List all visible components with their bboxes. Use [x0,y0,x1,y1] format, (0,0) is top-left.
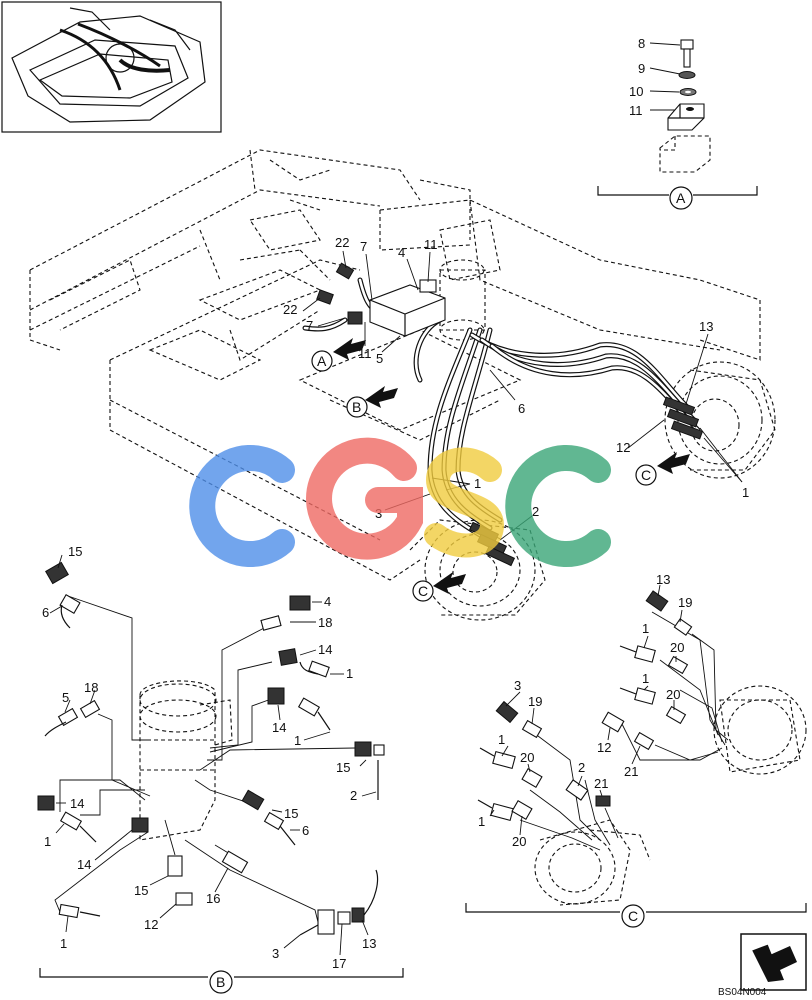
callout-b-17: 17 [332,956,346,971]
callout-b-1-bottom: 1 [60,936,67,951]
view-ref-c-right: C [641,467,651,483]
callout-b-14-left: 14 [70,796,84,811]
detail-b: 15 6 4 18 14 1 5 18 14 1 15 2 14 1 15 6 … [37,544,404,994]
callout-c-21-right: 21 [624,764,638,779]
callout-b-15-lower: 15 [284,806,298,821]
callout-2-main: 2 [532,504,539,519]
callout-c-1-a: 1 [642,621,649,636]
callout-c-20-d: 20 [512,834,526,849]
callout-c-2: 2 [578,760,585,775]
callout-7-top: 7 [360,239,367,254]
callout-c-19-left: 19 [528,694,542,709]
callout-c-3: 3 [514,678,521,693]
callout-b-13: 13 [362,936,376,951]
callout-b-16: 16 [206,891,220,906]
callout-c-20-b: 20 [666,687,680,702]
valve-block [347,279,446,337]
callout-c-12: 12 [597,740,611,755]
swivel-joint [439,259,486,341]
callout-11-left: 11 [358,346,372,361]
callout-4-main: 4 [398,245,405,260]
callout-8: 8 [638,36,645,51]
callout-11-top: 11 [424,237,438,252]
callout-c-13: 13 [656,572,670,587]
view-ref-a: A [317,353,327,369]
watermark-c-blue [189,445,295,567]
callout-6-main: 6 [518,401,525,416]
overview-thumbnail [1,1,222,133]
callout-b-14-low: 14 [77,857,91,872]
callout-b-2: 2 [350,788,357,803]
callout-c-20-c: 20 [520,750,534,765]
callout-13-main: 13 [699,319,713,334]
callout-b-1-mid: 1 [294,733,301,748]
callout-10: 10 [629,84,643,99]
watermark-g-red [306,437,423,560]
callout-7-left: 7 [306,318,313,333]
watermark-s-yellow [424,447,505,558]
detail-c: 13 19 1 20 1 20 12 21 3 19 1 2 20 21 1 2… [465,572,807,928]
callout-b-15-top: 15 [68,544,82,559]
watermark [189,437,611,567]
callout-b-14-top: 14 [318,642,332,657]
callout-b-5: 5 [62,690,69,705]
callout-3-main: 3 [375,506,382,521]
callout-b-14-mid: 14 [272,720,286,735]
callout-9: 9 [638,61,645,76]
callout-22-top: 22 [335,235,349,250]
callout-1-center: 1 [474,476,481,491]
section-label-b: B [216,974,225,990]
view-ref-c-lower: C [418,583,428,599]
orientation-symbol [740,933,807,991]
callout-b-4: 4 [324,594,331,609]
callout-b-6-top: 6 [42,605,49,620]
detail-a: 8 9 10 11 A [597,36,758,210]
callout-11: 11 [629,103,643,118]
section-label-a: A [676,190,686,206]
section-label-c: C [628,908,638,924]
callout-b-18-top: 18 [318,615,332,630]
callout-c-1-b: 1 [642,671,649,686]
callout-b-6-lower: 6 [302,823,309,838]
callout-1-right: 1 [742,485,749,500]
callout-b-18-left: 18 [84,680,98,695]
callout-5-main: 5 [376,351,383,366]
view-ref-b: B [352,399,361,415]
callout-b-12: 12 [144,917,158,932]
callout-c-19-right: 19 [678,595,692,610]
watermark-c-green [505,445,611,567]
callout-c-1-d: 1 [478,814,485,829]
callout-c-20-a: 20 [670,640,684,655]
callout-b-15-low: 15 [134,883,148,898]
main-view: A B C C 22 7 4 11 2 [29,149,776,621]
callout-c-21-left: 21 [594,776,608,791]
callout-22-left: 22 [283,302,297,317]
drawing-code: BS04N004 [718,987,767,998]
callout-b-3: 3 [272,946,279,961]
callout-12-main: 12 [616,440,630,455]
view-arrows [333,338,690,594]
callout-b-1-left: 1 [44,834,51,849]
callout-b-1-top: 1 [346,666,353,681]
callout-b-15-right: 15 [336,760,350,775]
callout-c-1-c: 1 [498,732,505,747]
